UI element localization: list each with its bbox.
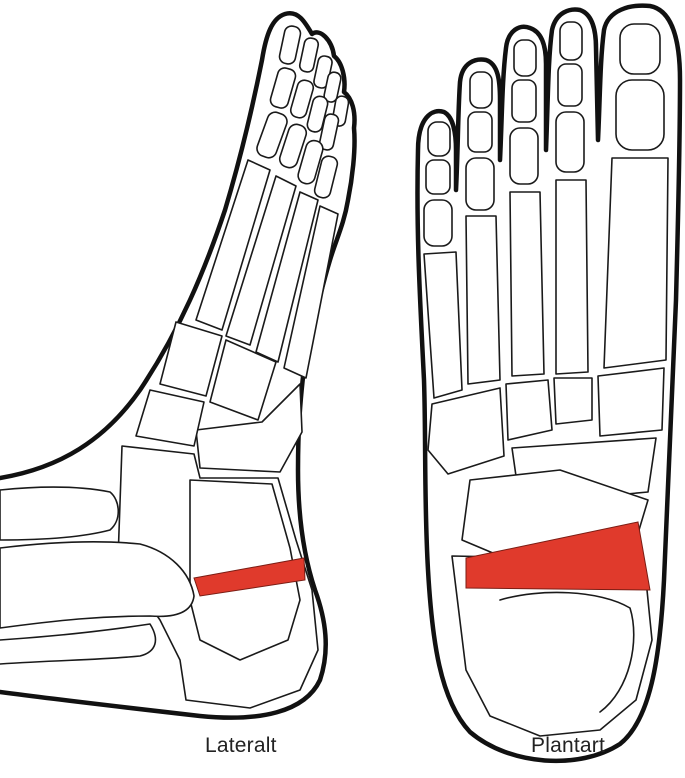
plantar-middle-phalanx-2 bbox=[558, 64, 582, 106]
plantar-distal-phalanx-5 bbox=[428, 122, 450, 156]
plantar-distal-phalanx-4 bbox=[470, 72, 492, 108]
lateral-tibia bbox=[0, 542, 194, 628]
plantar-middle-phalanx-3 bbox=[512, 80, 536, 122]
plantar-metatarsal-1 bbox=[604, 158, 668, 368]
plantar-metatarsal-4 bbox=[466, 216, 500, 384]
plantar-view-caption: Plantart bbox=[531, 734, 605, 758]
plantar-cuneiform-lateral bbox=[506, 380, 552, 440]
plantar-middle-phalanx-4 bbox=[468, 112, 492, 152]
plantar-proximal-phalanx-1 bbox=[616, 80, 664, 150]
plantar-proximal-phalanx-4 bbox=[466, 158, 494, 210]
plantar-proximal-phalanx-3 bbox=[510, 128, 538, 184]
plantar-proximal-phalanx-5 bbox=[424, 200, 452, 246]
lateral-foot bbox=[0, 13, 355, 717]
plantar-proximal-phalanx-2 bbox=[556, 112, 584, 172]
lateral-fibula bbox=[0, 487, 118, 540]
lateral-view-caption: Lateralt bbox=[205, 734, 277, 758]
plantar-distal-phalanx-3 bbox=[514, 40, 536, 76]
plantar-metatarsal-2 bbox=[556, 180, 588, 374]
plantar-distal-phalanx-1 bbox=[620, 24, 660, 74]
plantar-foot bbox=[417, 6, 680, 761]
plantar-middle-phalanx-5 bbox=[426, 160, 450, 194]
plantar-cuneiform-intermediate bbox=[554, 378, 592, 424]
plantar-metatarsal-3 bbox=[510, 192, 544, 376]
plantar-distal-phalanx-2 bbox=[560, 22, 582, 60]
plantar-cuneiform-medial bbox=[598, 368, 664, 436]
